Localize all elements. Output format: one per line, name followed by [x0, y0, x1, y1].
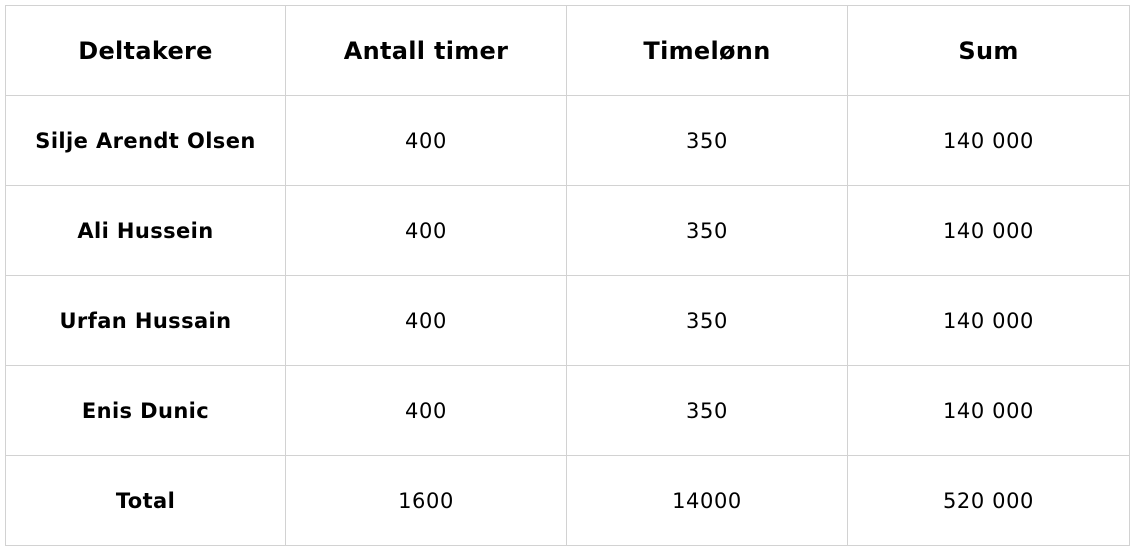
total-label: Total: [5, 455, 286, 546]
header-participants: Deltakere: [5, 5, 286, 96]
header-row: Deltakere Antall timer Timelønn Sum: [5, 5, 1130, 96]
table-row: Urfan Hussain 400 350 140 000: [5, 275, 1130, 366]
header-sum: Sum: [847, 5, 1130, 96]
table-row: Enis Dunic 400 350 140 000: [5, 365, 1130, 456]
total-hours: 1600: [285, 455, 567, 546]
sum-cell: 140 000: [847, 95, 1130, 186]
total-sum: 520 000: [847, 455, 1130, 546]
hours-cell: 400: [285, 365, 567, 456]
participant-name: Enis Dunic: [5, 365, 286, 456]
hours-cell: 400: [285, 275, 567, 366]
participant-name: Silje Arendt Olsen: [5, 95, 286, 186]
participants-table: Deltakere Antall timer Timelønn Sum Silj…: [5, 5, 1130, 546]
sum-cell: 140 000: [847, 365, 1130, 456]
participant-name: Urfan Hussain: [5, 275, 286, 366]
header-hours: Antall timer: [285, 5, 567, 96]
hours-cell: 400: [285, 185, 567, 276]
sum-cell: 140 000: [847, 185, 1130, 276]
hourly-rate-cell: 350: [566, 185, 848, 276]
sum-cell: 140 000: [847, 275, 1130, 366]
hourly-rate-cell: 350: [566, 275, 848, 366]
total-hourly-rate: 14000: [566, 455, 848, 546]
table-row: Ali Hussein 400 350 140 000: [5, 185, 1130, 276]
participant-name: Ali Hussein: [5, 185, 286, 276]
header-hourly-rate: Timelønn: [566, 5, 848, 96]
hourly-rate-cell: 350: [566, 95, 848, 186]
hours-cell: 400: [285, 95, 567, 186]
total-row: Total 1600 14000 520 000: [5, 455, 1130, 546]
hourly-rate-cell: 350: [566, 365, 848, 456]
table-row: Silje Arendt Olsen 400 350 140 000: [5, 95, 1130, 186]
